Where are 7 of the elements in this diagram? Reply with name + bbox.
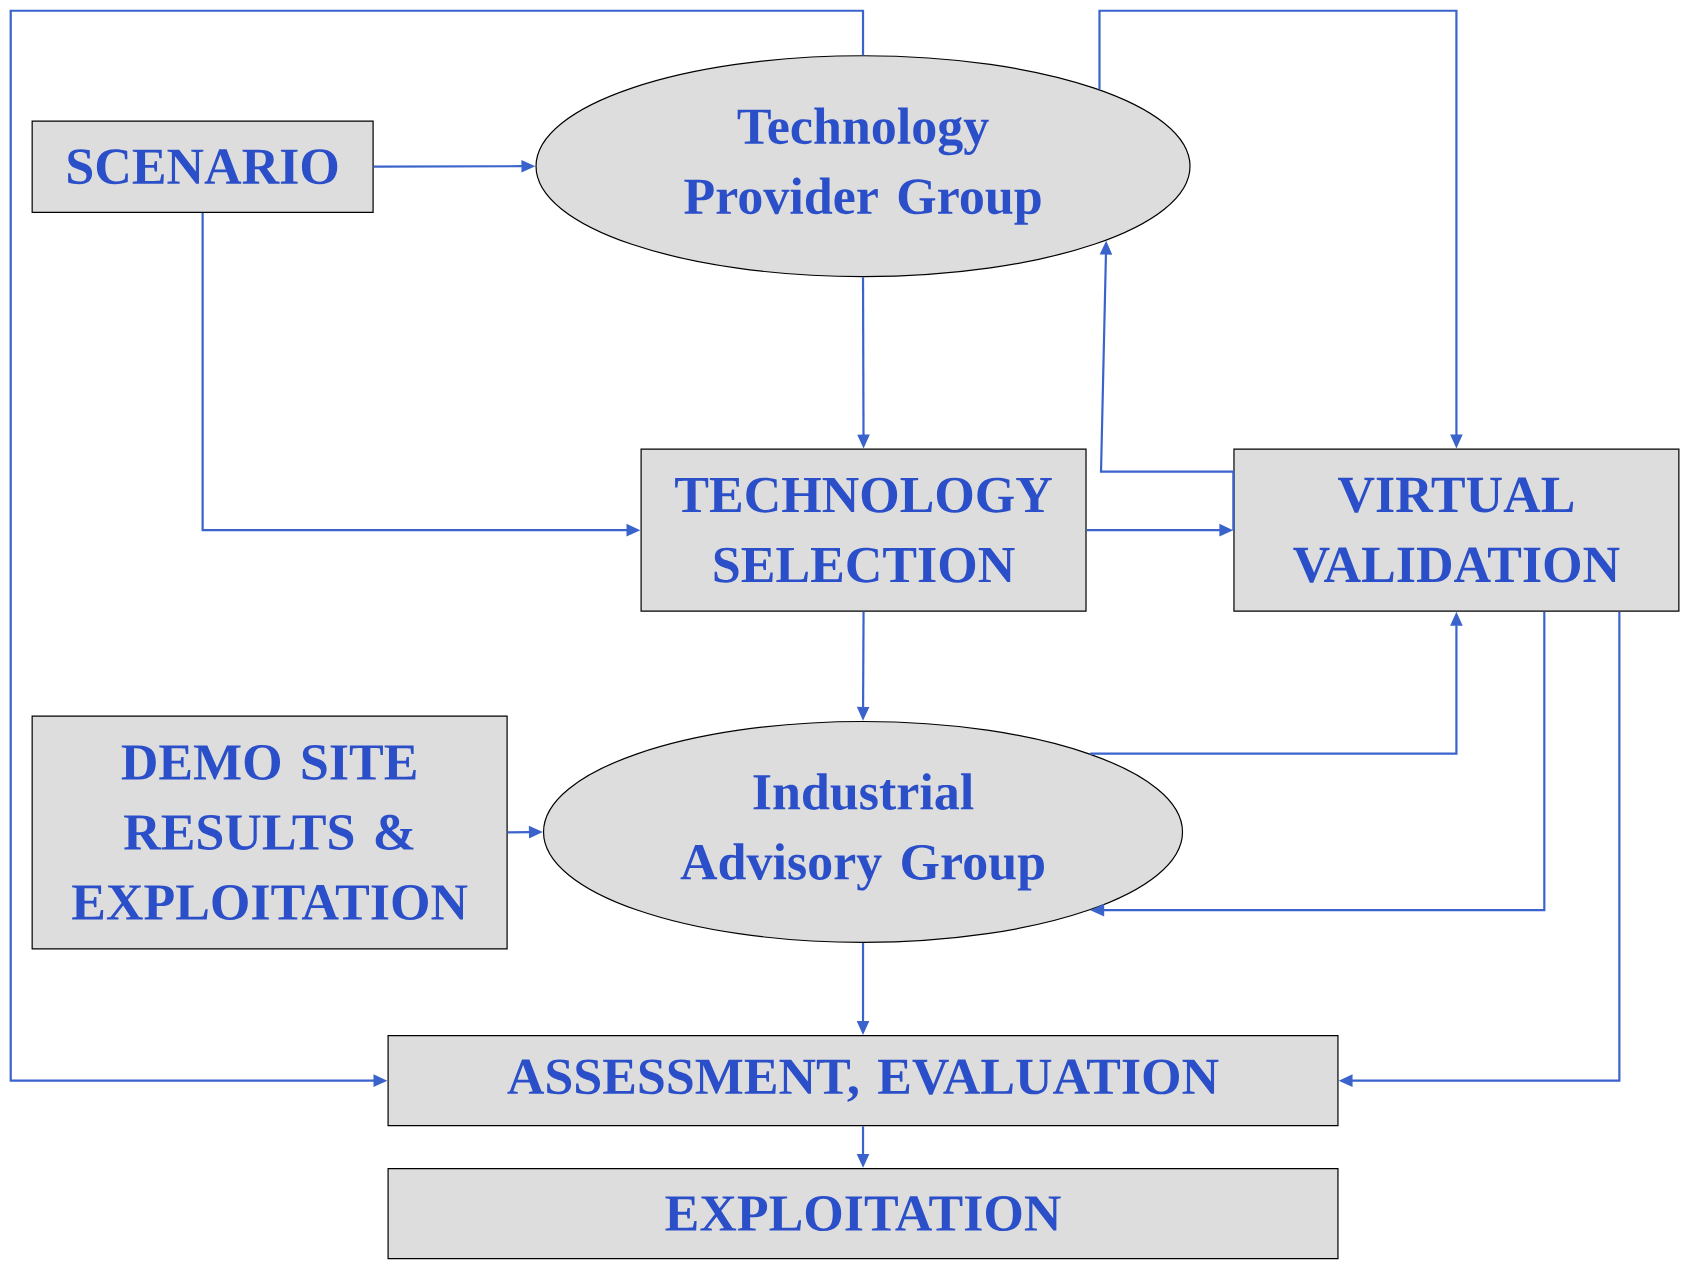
process-box: TECHNOLOGY SELECTION — [640, 448, 1087, 612]
process-box: DEMO SITE RESULTS & EXPLOITATION — [31, 715, 508, 950]
process-box: VIRTUAL VALIDATION — [1233, 448, 1680, 612]
process-box: SCENARIO — [31, 120, 374, 213]
process-box: EXPLOITATION — [387, 1167, 1339, 1260]
process-box: ASSESSMENT, EVALUATION — [387, 1035, 1339, 1127]
arrow — [9, 9, 865, 1087]
